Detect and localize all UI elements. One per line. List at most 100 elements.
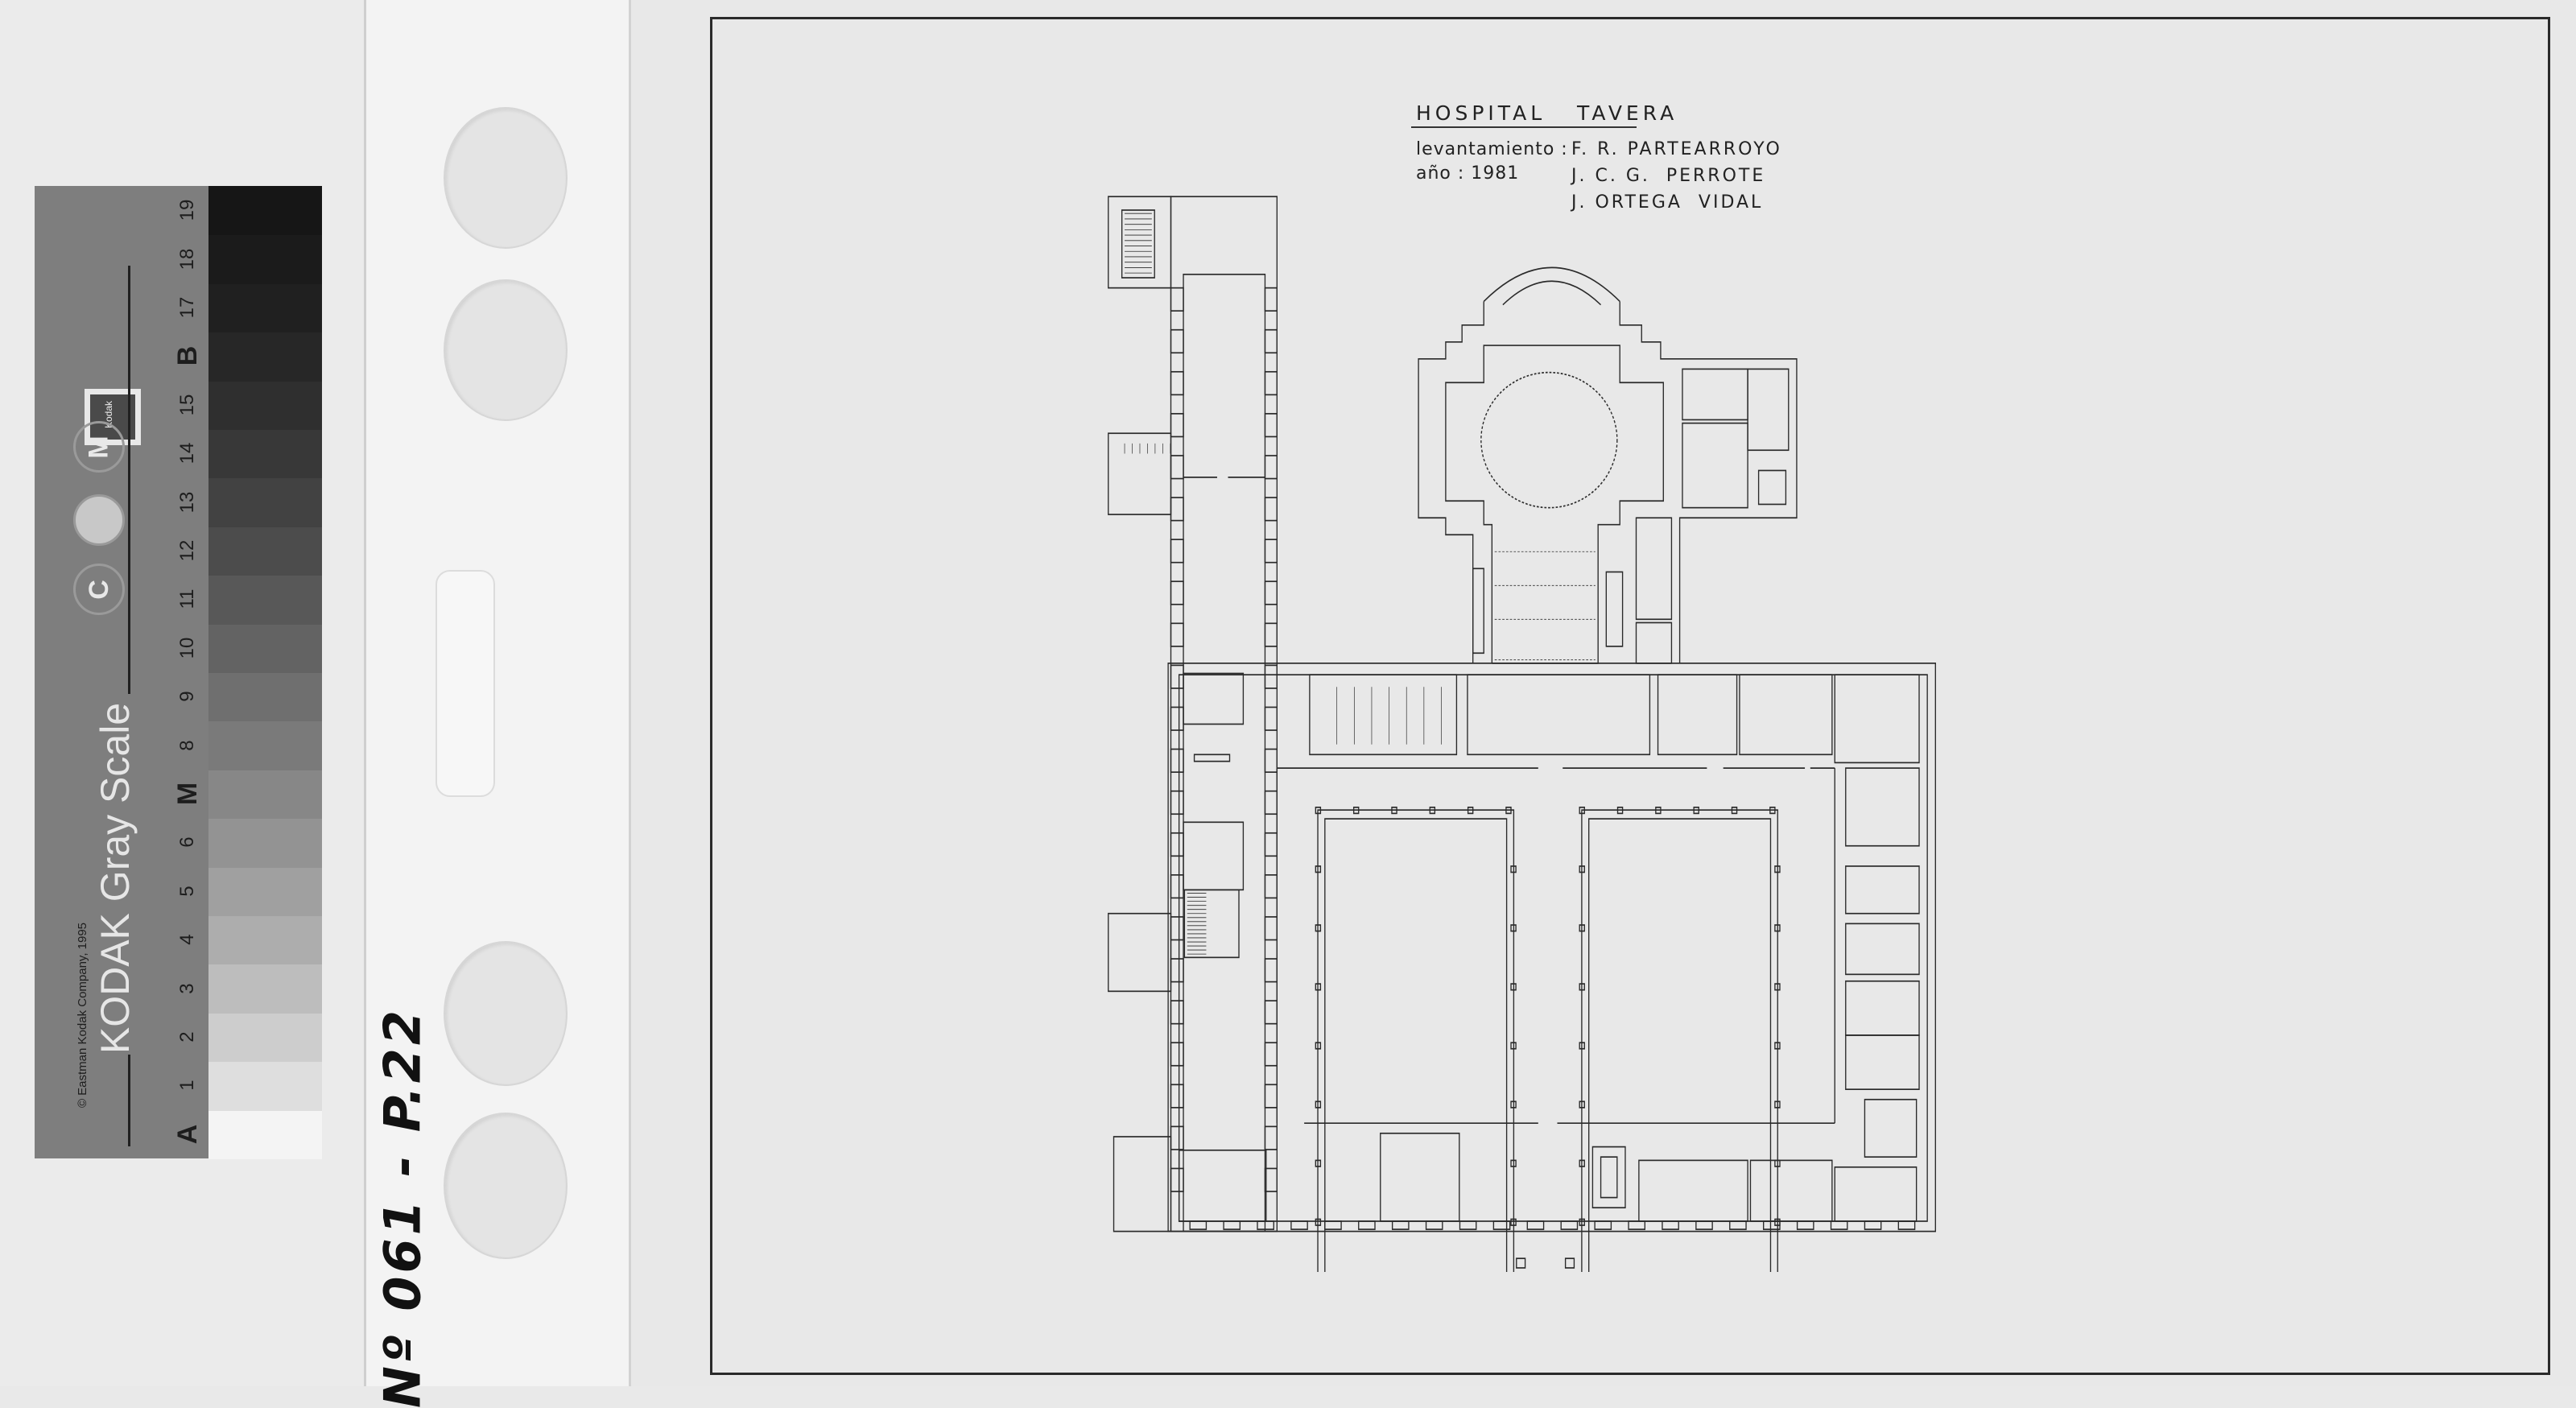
room: [1845, 1034, 1920, 1091]
gray-step-label: 6: [176, 836, 198, 849]
gray-step-label: A: [172, 1124, 203, 1145]
window: [1264, 1125, 1278, 1150]
gray-step-label: 3: [176, 982, 198, 994]
gray-step-label: 10: [176, 637, 198, 659]
column: [1315, 983, 1322, 991]
column: [1510, 924, 1517, 932]
room: [1845, 980, 1920, 1036]
cloister-courtyard: [1588, 818, 1772, 1272]
window: [1290, 1220, 1308, 1230]
column: [1510, 1042, 1517, 1050]
gray-patch: [208, 818, 322, 868]
stair-block-west: [1108, 432, 1172, 515]
year-label: año : 1981: [1416, 163, 1520, 184]
column: [1655, 806, 1662, 815]
gray-patch: [208, 769, 322, 820]
west-wing-inner: [1183, 273, 1266, 1233]
gray-patch: [208, 283, 322, 333]
gray-patch: [208, 721, 322, 770]
column: [1769, 806, 1776, 815]
gray-patch: [208, 866, 322, 916]
church-apse-inner: [1502, 280, 1601, 306]
column: [1579, 1218, 1585, 1226]
church-outline: [1418, 301, 1484, 663]
window: [1264, 497, 1278, 522]
window: [1257, 1220, 1274, 1230]
window: [1170, 1125, 1184, 1150]
column: [1616, 806, 1624, 815]
room: [1739, 674, 1833, 756]
column: [1467, 806, 1474, 815]
church-apse: [1483, 266, 1620, 303]
column: [1579, 1159, 1585, 1167]
punch-hole: [444, 107, 568, 249]
magenta-circle-icon: M: [73, 421, 125, 473]
floor-plan: [1108, 196, 1936, 1272]
column: [1774, 983, 1781, 991]
archive-handwritten-number: Nº 061 - P.22: [373, 1006, 432, 1408]
room: [1845, 865, 1920, 915]
stair: [1635, 621, 1673, 664]
room: [1834, 1166, 1918, 1222]
side-altar: [1472, 568, 1484, 654]
west-wing-outline: [1170, 196, 1278, 1233]
window: [1170, 706, 1184, 731]
column: [1315, 1159, 1322, 1167]
column: [1510, 983, 1517, 991]
author-1: F. R. PARTEARROYO: [1571, 139, 1782, 159]
gray-patch: [208, 1109, 322, 1159]
window: [1170, 370, 1184, 396]
window: [1324, 1220, 1342, 1230]
church-outline: [1619, 301, 1798, 663]
window: [1264, 1042, 1278, 1067]
gray-step-label: B: [172, 346, 203, 366]
gray-patch: [208, 623, 322, 673]
window: [1729, 1220, 1747, 1230]
entrance-post: [1516, 1257, 1526, 1269]
stair: [1757, 469, 1787, 506]
kodak-gray-scale-title: KODAK Gray Scale: [93, 702, 138, 1055]
drawing-border: [710, 17, 2550, 1375]
gray-patch: [208, 526, 322, 576]
stair-block-south: [1113, 1136, 1172, 1233]
window: [1264, 622, 1278, 647]
gray-step-label: 18: [176, 248, 198, 270]
side-altar: [1605, 571, 1624, 647]
window: [1264, 874, 1278, 899]
column: [1579, 983, 1585, 991]
room: [1845, 767, 1920, 847]
divider-line: [128, 266, 130, 694]
column: [1579, 1100, 1585, 1109]
gray-patch: [208, 234, 322, 284]
window: [1170, 413, 1184, 438]
column: [1774, 1100, 1781, 1109]
column: [1510, 1159, 1517, 1167]
well-inner: [1600, 1156, 1618, 1199]
window: [1264, 664, 1278, 689]
window: [1264, 539, 1278, 564]
sacristy: [1682, 368, 1748, 421]
gray-patch: [208, 380, 322, 430]
room: [1178, 1149, 1267, 1222]
window: [1170, 539, 1184, 564]
cloister-2: [1581, 809, 1778, 1272]
column: [1579, 1042, 1585, 1050]
column: [1315, 865, 1322, 873]
gray-step-label: 11: [176, 588, 198, 609]
gray-patch: [208, 429, 322, 479]
gray-patch: [208, 964, 322, 1014]
sheet-edge: [629, 0, 631, 1386]
column: [1774, 1159, 1781, 1167]
gray-patch: [208, 1012, 322, 1063]
window: [1264, 1000, 1278, 1025]
survey-label: levantamiento :: [1416, 139, 1568, 159]
room: [1657, 674, 1738, 756]
column: [1510, 865, 1517, 873]
author-2: J. C. G. PERROTE: [1571, 166, 1766, 186]
window: [1264, 790, 1278, 815]
column: [1315, 924, 1322, 932]
plan-wall: [1183, 821, 1245, 891]
gray-step-label: 5: [176, 886, 198, 897]
well: [1591, 1146, 1626, 1209]
